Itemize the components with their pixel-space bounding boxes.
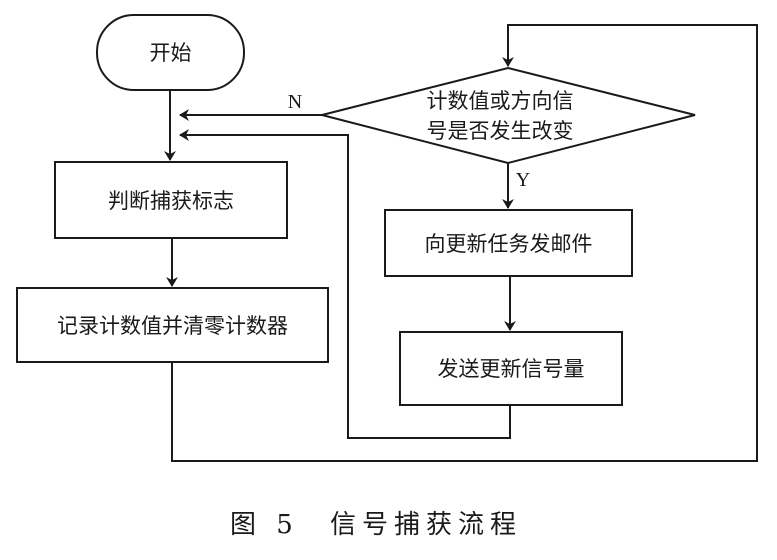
connectors (164, 24, 758, 462)
caption-title: 信号捕获流程 (330, 510, 522, 540)
decision-diamond (321, 66, 696, 165)
caption-figure-number: 图 5 (230, 510, 299, 540)
edge-label-no: N (288, 91, 302, 113)
edge-record-to-decision (171, 24, 758, 462)
node-record-and-clear: 记录计数值并清零计数器 (16, 287, 329, 363)
send-semaphore-box (399, 331, 623, 406)
edge-label-yes: Y (516, 169, 530, 191)
judge-capture-flag-label: 判断捕获标志 (108, 189, 234, 213)
start-label: 开始 (150, 41, 192, 65)
node-judge-capture-flag: 判断捕获标志 (54, 161, 288, 239)
decision-label-line2: 号是否发生改变 (427, 119, 574, 143)
node-send-semaphore: 发送更新信号量 (399, 331, 623, 406)
send-mail-label: 向更新任务发邮件 (425, 232, 593, 256)
send-mail-box (384, 209, 633, 277)
record-and-clear-box (16, 287, 329, 363)
node-start: 开始 (96, 14, 245, 91)
node-decision: 计数值或方向信 号是否发生改变 (321, 66, 696, 165)
decision-label-line1: 计数值或方向信 (427, 89, 574, 113)
send-semaphore-label: 发送更新信号量 (438, 357, 585, 381)
figure-caption: 图 5 信号捕获流程 (230, 510, 522, 540)
node-send-mail: 向更新任务发邮件 (384, 209, 633, 277)
start-terminal-shape (96, 14, 245, 91)
edge-semaphore-to-judge (179, 129, 511, 439)
record-and-clear-label: 记录计数值并清零计数器 (57, 314, 288, 338)
judge-capture-flag-box (54, 161, 288, 239)
